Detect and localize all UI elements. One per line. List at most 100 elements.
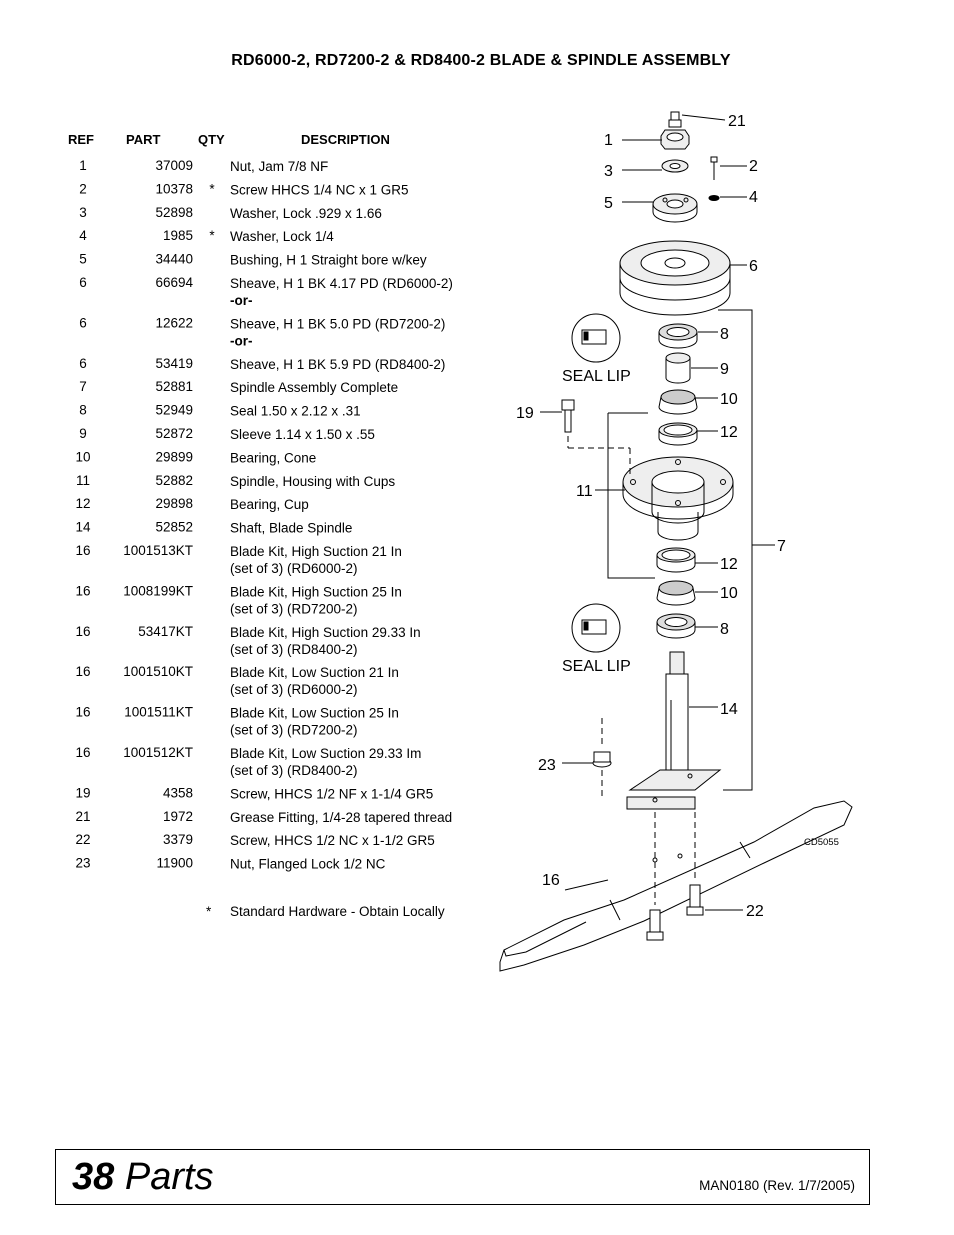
flanged-nut-part: [592, 751, 612, 768]
row-description-line2: (set of 3) (RD8400-2): [230, 763, 358, 778]
callout-16: 16: [542, 872, 560, 889]
row-ref: 19: [75, 785, 91, 801]
seal-lip-label-lower: SEAL LIP: [562, 658, 631, 675]
row-part: 52949: [155, 402, 193, 418]
row-description-line1: Washer, Lock .929 x 1.66: [230, 205, 382, 221]
footnote-text: Standard Hardware - Obtain Locally: [230, 904, 445, 919]
grease-fitting-part: [668, 111, 682, 128]
row-description: Nut, Flanged Lock 1/2 NC: [230, 856, 490, 873]
row-ref: 23: [75, 855, 91, 871]
row-description: Sheave, H 1 BK 4.17 PD (RD6000-2)-or-: [230, 275, 490, 309]
row-ref: 16: [75, 543, 91, 558]
bushing-part: [652, 193, 698, 223]
row-description: Spindle, Housing with Cups: [230, 473, 490, 490]
row-ref: 6: [79, 315, 87, 331]
row-part: 1001512KT: [123, 745, 193, 760]
row-ref: 9: [79, 426, 87, 441]
callout-1: 1: [604, 132, 613, 149]
row-description-line2: (set of 3) (RD6000-2): [230, 682, 358, 698]
row-ref: 10: [75, 449, 91, 465]
row-description-line1: Seal 1.50 x 2.12 x .31: [230, 403, 361, 419]
row-description: Sheave, H 1 BK 5.0 PD (RD7200-2)-or-: [230, 315, 490, 349]
row-description-line1: Grease Fitting, 1/4-28 tapered thread: [230, 809, 453, 825]
row-description-line1: Washer, Lock 1/4: [230, 229, 334, 245]
row-ref: 16: [75, 623, 91, 639]
row-description: Sheave, H 1 BK 5.9 PD (RD8400-2): [230, 356, 490, 373]
table-header: REF PART QTY DESCRIPTION: [66, 130, 486, 150]
row-part: 52852: [155, 519, 193, 535]
row-description-line1: Blade Kit, High Suction 25 In: [230, 584, 402, 600]
callout-12: 12: [720, 424, 738, 441]
row-ref: 1: [79, 158, 87, 173]
row-description: Screw HHCS 1/4 NC x 1 GR5: [230, 181, 490, 198]
row-description: Screw, HHCS 1/2 NC x 1-1/2 GR5: [230, 832, 490, 849]
bearing-cone-lower-part: [656, 580, 696, 606]
row-ref: 2: [79, 181, 87, 197]
row-part: 1985: [162, 228, 193, 244]
row-description-line1: Blade Kit, Low Suction 29.33 Im: [230, 746, 422, 761]
figure-code: CD5055: [804, 837, 839, 848]
row-description: Shaft, Blade Spindle: [230, 520, 490, 537]
row-ref: 6: [79, 275, 87, 290]
page-number: 38: [72, 1156, 115, 1198]
row-ref: 22: [75, 832, 91, 848]
seal-lip-detail-top: [571, 313, 621, 363]
row-part: 1008199KT: [123, 583, 193, 599]
row-part: 53417KT: [138, 623, 193, 639]
row-description: Blade Kit, Low Suction 25 In(set of 3) (…: [230, 705, 490, 739]
row-ref: 16: [75, 745, 91, 760]
row-description-line2: (set of 3) (RD6000-2): [230, 561, 358, 576]
row-description-line1: Bushing, H 1 Straight bore w/key: [230, 252, 427, 268]
row-description: Bearing, Cup: [230, 496, 490, 513]
row-or-separator: -or-: [230, 293, 253, 308]
footnote-symbol: *: [206, 904, 212, 919]
leader-lines: [540, 114, 775, 911]
row-part: 29899: [155, 449, 193, 465]
row-description-line1: Bearing, Cone: [230, 450, 317, 466]
callout-10: 10: [720, 585, 738, 602]
row-description-line1: Blade Kit, Low Suction 25 In: [230, 705, 399, 721]
row-description-line1: Blade Kit, High Suction 29.33 In: [230, 624, 421, 640]
page-title: RD6000-2, RD7200-2 & RD8400-2 BLADE & SP…: [231, 52, 731, 69]
row-part: 1972: [162, 808, 193, 824]
callout-21: 21: [728, 113, 746, 130]
callout-2: 2: [749, 158, 758, 175]
callout-8: 8: [720, 326, 729, 343]
callout-4: 4: [749, 189, 758, 206]
callout-14: 14: [720, 701, 738, 718]
sleeve-part: [665, 352, 691, 384]
row-part: 1001513KT: [123, 543, 193, 558]
section-name: Parts: [124, 1156, 214, 1198]
assembly-guide-lines: [567, 436, 696, 905]
row-description-line1: Blade Kit, Low Suction 21 In: [230, 665, 399, 681]
row-description: Screw, HHCS 1/2 NF x 1-1/4 GR5: [230, 785, 490, 802]
callout-10: 10: [720, 391, 738, 408]
bolt-part-19: [561, 399, 575, 433]
row-description-line2: (set of 3) (RD8400-2): [230, 641, 358, 657]
row-description: Blade Kit, Low Suction 29.33 Im (set of 3…: [230, 745, 490, 779]
callout-3: 3: [604, 163, 613, 180]
row-description-line1: Sleeve 1.14 x 1.50 x .55: [230, 427, 375, 442]
blade-spindle-shaft-part: [626, 651, 722, 810]
row-description-line2: (set of 3) (RD7200-2): [230, 722, 358, 738]
bolt-part-22: [646, 884, 704, 941]
row-description: Bushing, H 1 Straight bore w/key: [230, 252, 490, 269]
row-ref: 14: [75, 519, 91, 535]
row-part: 52898: [155, 204, 193, 220]
seal-lip-detail-lower: [571, 603, 621, 653]
row-description: Sleeve 1.14 x 1.50 x .55: [230, 426, 490, 443]
callout-5: 5: [604, 195, 613, 212]
callout-12: 12: [720, 556, 738, 573]
row-ref: 6: [79, 355, 87, 371]
row-part: 10378: [155, 181, 193, 197]
row-description: Nut, Jam 7/8 NF: [230, 158, 490, 175]
blade-part: [499, 800, 853, 972]
callout-9: 9: [720, 361, 729, 378]
row-description: Seal 1.50 x 2.12 x .31: [230, 403, 490, 420]
row-description-line1: Sheave, H 1 BK 5.0 PD (RD7200-2): [230, 316, 446, 332]
row-part: 1001510KT: [123, 664, 193, 680]
page-heading: 38 Parts: [72, 1156, 214, 1199]
row-ref: 7: [79, 379, 87, 395]
small-screw-part: [708, 156, 720, 201]
